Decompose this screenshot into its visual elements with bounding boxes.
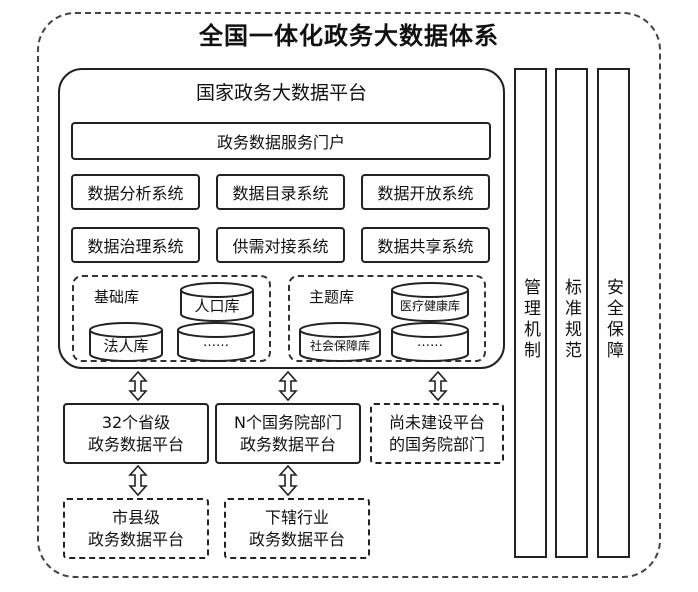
system-box-sharing: 数据共享系统 xyxy=(361,227,490,263)
db-cylinder-social xyxy=(299,322,381,362)
basic-db-label: 基础库 xyxy=(94,288,140,306)
unbuilt-line2: 的国务院部门 xyxy=(388,434,485,454)
city-line2: 政务数据平台 xyxy=(87,529,184,549)
double-arrow-departments-industry xyxy=(278,464,298,497)
db-cylinder-health xyxy=(391,282,469,322)
double-arrow-national-unbuilt xyxy=(428,370,448,402)
db-label-population: 人口库 xyxy=(194,297,240,315)
double-arrow-national-provincial xyxy=(128,370,148,402)
industry-platform-box: 下辖行业 政务数据平台 xyxy=(224,498,370,559)
column-standards: 标准规范 xyxy=(555,68,588,558)
diagram-title: 全国一体化政务大数据体系 xyxy=(199,22,499,50)
column-label-security: 安全保障 xyxy=(603,278,623,362)
system-box-open: 数据开放系统 xyxy=(361,174,490,210)
db-cylinder-theme-more xyxy=(391,322,469,362)
system-box-governance: 数据治理系统 xyxy=(71,227,200,263)
outer-system-frame xyxy=(37,12,661,578)
industry-line2: 政务数据平台 xyxy=(248,529,345,549)
column-management-mechanism: 管理机制 xyxy=(514,68,547,558)
double-arrow-provincial-city xyxy=(128,464,148,497)
db-cylinder-basic-more xyxy=(177,322,255,362)
double-arrow-national-departments xyxy=(278,370,298,402)
system-box-analysis: 数据分析系统 xyxy=(71,174,200,210)
national-platform-title: 国家政务大数据平台 xyxy=(195,82,367,104)
db-label-social: 社会保障库 xyxy=(309,339,370,353)
departments-line1: N个国务院部门 xyxy=(234,412,342,432)
provincial-line1: 32个省级 xyxy=(101,412,171,432)
db-label-legal: 法人库 xyxy=(103,337,149,355)
db-label-health: 医疗健康库 xyxy=(399,299,460,313)
system-box-matching: 供需对接系统 xyxy=(216,227,345,263)
column-label-management: 管理机制 xyxy=(520,278,540,362)
city-county-platform-box: 市县级 政务数据平台 xyxy=(63,498,209,559)
service-portal-box: 政务数据服务门户 xyxy=(71,122,491,160)
column-label-standards: 标准规范 xyxy=(561,278,581,362)
db-label-theme-more: …… xyxy=(417,335,443,350)
national-platform-frame xyxy=(58,68,505,369)
system-box-catalog: 数据目录系统 xyxy=(216,174,345,210)
city-line1: 市县级 xyxy=(111,507,160,527)
theme-db-label: 主题库 xyxy=(309,288,355,306)
departments-line2: 政务数据平台 xyxy=(239,434,336,454)
theme-db-group xyxy=(288,275,486,362)
provincial-platform-box: 32个省级 政务数据平台 xyxy=(63,403,209,464)
unbuilt-line1: 尚未建设平台 xyxy=(388,412,485,432)
basic-db-group xyxy=(72,275,271,362)
industry-line1: 下辖行业 xyxy=(264,507,329,527)
unbuilt-departments-box: 尚未建设平台 的国务院部门 xyxy=(370,403,504,464)
db-label-basic-more: …… xyxy=(203,335,229,350)
departments-platform-box: N个国务院部门 政务数据平台 xyxy=(215,403,361,464)
db-cylinder-legal xyxy=(89,322,163,362)
provincial-line2: 政务数据平台 xyxy=(87,434,184,454)
column-security: 安全保障 xyxy=(597,68,630,558)
db-cylinder-population xyxy=(180,282,254,322)
